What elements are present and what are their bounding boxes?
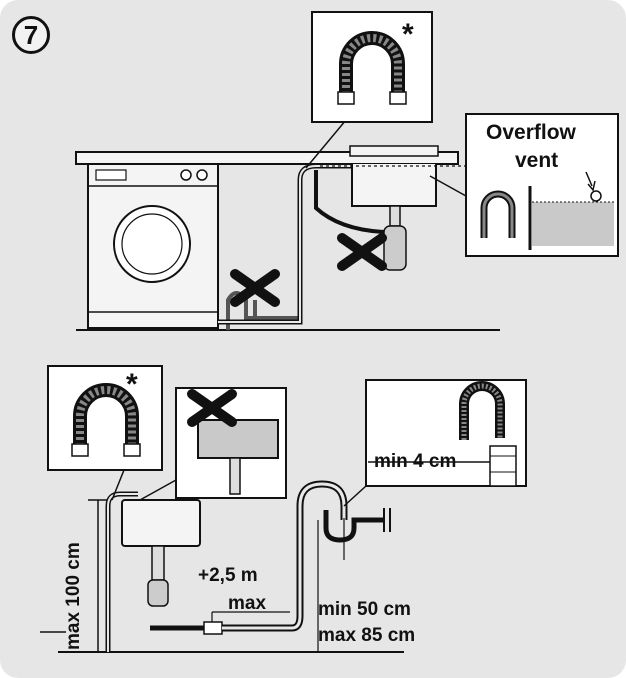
cross-icon: [342, 238, 382, 266]
extension-label: +2,5 m: [198, 565, 258, 586]
min-50cm-label: min 50 cm: [318, 599, 411, 620]
asterisk-mark: *: [402, 18, 414, 51]
overflow-vent-label-line1: Overflow: [486, 121, 576, 144]
hook-detail-box-top: [311, 11, 433, 123]
standpipe-icon: [459, 381, 517, 487]
max-85cm-label: max 85 cm: [318, 625, 416, 646]
max-100cm-label: max 100 cm: [63, 542, 84, 650]
min-4cm-label: min 4 cm: [374, 451, 457, 472]
cross-icon: [235, 274, 275, 302]
washing-machine-icon: [87, 163, 219, 329]
sink-icon: [121, 499, 201, 607]
asterisk-mark: *: [126, 368, 138, 401]
hook-detail-box-bottom-left: [47, 365, 163, 471]
siphon-icon: [317, 508, 391, 652]
step-number-badge: 7: [12, 16, 50, 54]
sink-icon: [320, 145, 470, 271]
overflow-vent-label-line2: vent: [515, 149, 559, 172]
extension-max-label: max: [228, 593, 267, 614]
